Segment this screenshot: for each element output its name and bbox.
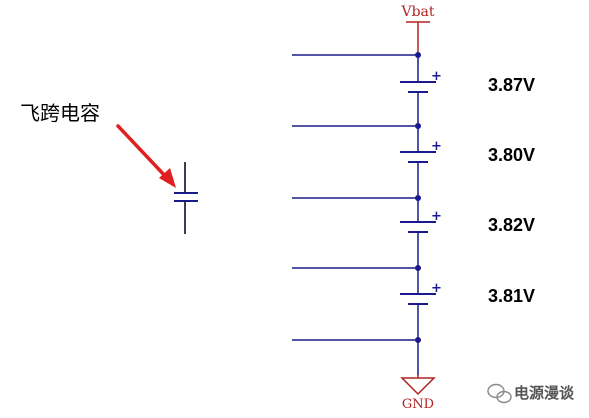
cell-voltage-2: 3.80V — [488, 145, 535, 165]
battery-cell-1 — [400, 81, 436, 93]
junction-dot — [415, 337, 421, 343]
junction-dot — [415, 195, 421, 201]
cell-voltage-1: 3.87V — [488, 75, 535, 95]
battery-cell-4 — [400, 293, 436, 305]
cell-voltage-4: 3.81V — [488, 286, 535, 306]
tap-wires — [292, 54, 418, 341]
flying-cap-label: 飞跨电容 — [20, 101, 100, 125]
plus-icon: + — [431, 209, 442, 224]
plus-icon: + — [431, 281, 442, 296]
vbat-label: Vbat — [400, 4, 434, 20]
plus-icon: + — [431, 139, 442, 154]
watermark-text: 电源漫谈 — [514, 384, 575, 402]
cell-voltage-3: 3.82V — [488, 215, 535, 235]
wechat-logo-icon — [487, 383, 512, 404]
junction-dot — [415, 123, 421, 129]
ground-symbol — [400, 375, 436, 396]
junction-dot — [415, 52, 421, 58]
plus-icon: + — [431, 69, 442, 84]
battery-cell-2 — [400, 151, 436, 163]
gnd-label: GND — [402, 397, 434, 412]
arrow-icon — [116, 124, 176, 188]
junction-dot — [415, 265, 421, 271]
battery-cell-3 — [400, 221, 436, 233]
junction-dots — [415, 52, 421, 343]
flying-capacitor — [174, 162, 198, 234]
